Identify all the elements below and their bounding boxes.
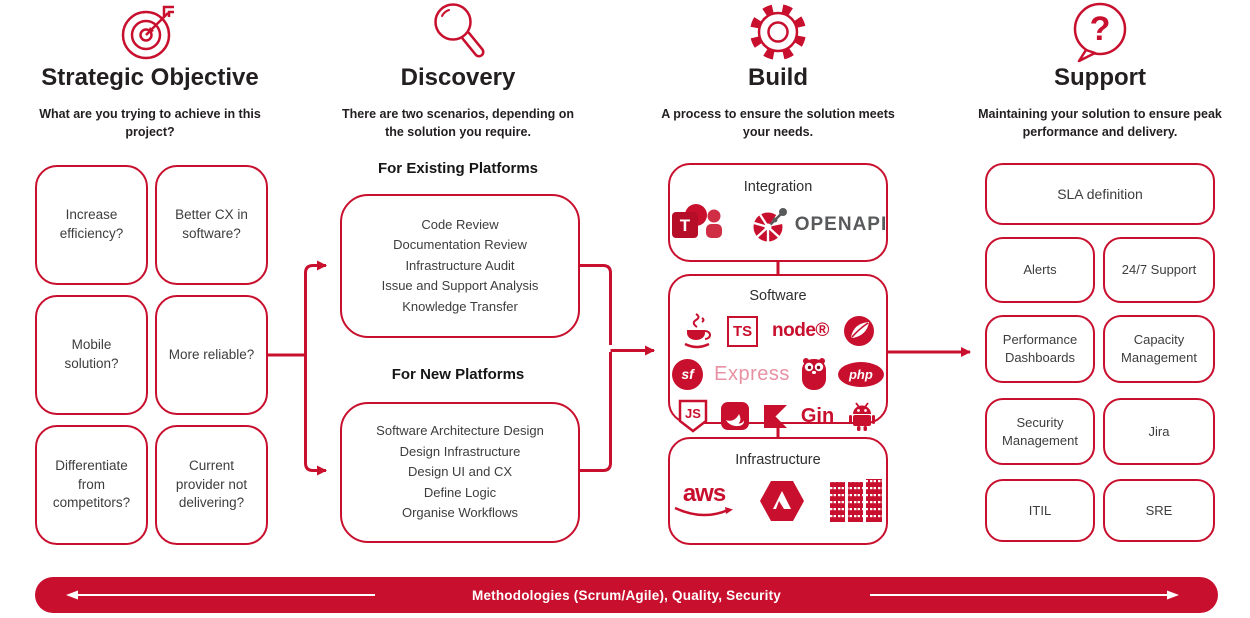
new-platforms-box: Software Architecture Design Design Infr… bbox=[340, 402, 580, 543]
express-icon: Express bbox=[714, 362, 790, 385]
php-icon: php bbox=[837, 361, 884, 387]
support-box-performance-dashboards: Performance Dashboards bbox=[985, 315, 1095, 383]
support-box-247: 24/7 Support bbox=[1103, 237, 1215, 303]
support-box-capacity-management: Capacity Management bbox=[1103, 315, 1215, 383]
software-heading: Software bbox=[749, 288, 807, 304]
discovery-header: Discovery There are two scenarios, depen… bbox=[338, 64, 578, 141]
support-label: SRE bbox=[1145, 502, 1173, 518]
discovery-title: Discovery bbox=[400, 64, 516, 91]
microsoft-teams-icon: T bbox=[671, 204, 722, 238]
infrastructure-heading: Infrastructure bbox=[735, 452, 821, 468]
aws-label: aws bbox=[682, 480, 726, 507]
question-icon: ? bbox=[1073, 2, 1127, 63]
support-box-sla: SLA definition bbox=[985, 163, 1215, 225]
discovery-item: Software Architecture Design bbox=[376, 423, 544, 439]
javascript-icon: JS bbox=[678, 399, 708, 433]
strategic-title: Strategic Objective bbox=[41, 64, 259, 91]
objective-box-increase-efficiency: Increase efficiency? bbox=[35, 165, 148, 285]
objective-label: Mobile solution? bbox=[64, 337, 119, 371]
azure-icon bbox=[760, 481, 804, 521]
spring-icon bbox=[843, 316, 874, 346]
aws-smile-glyph bbox=[674, 506, 733, 517]
discovery-item: Define Logic bbox=[423, 484, 497, 500]
existing-platforms-box: Code Review Documentation Review Infrast… bbox=[340, 194, 580, 338]
left-arrow-icon bbox=[66, 590, 375, 600]
gear-icon bbox=[750, 4, 806, 60]
nodejs-icon: node® bbox=[772, 320, 829, 341]
symfony-icon: sf bbox=[672, 358, 704, 390]
support-label: Capacity Management bbox=[1121, 332, 1197, 365]
android-icon bbox=[849, 402, 876, 431]
server-rack-icon bbox=[830, 479, 882, 522]
support-header: Support Maintaining your solution to ens… bbox=[975, 64, 1225, 141]
strategic-subtitle: What are you trying to achieve in this p… bbox=[39, 107, 261, 139]
build-subtitle: A process to ensure the solution meets y… bbox=[661, 107, 895, 139]
banner-label: Methodologies (Scrum/Agile), Quality, Se… bbox=[472, 587, 781, 603]
existing-platforms-heading: For Existing Platforms bbox=[377, 160, 539, 177]
support-label: Performance Dashboards bbox=[1002, 332, 1078, 365]
openapi-label: OPENAPI bbox=[794, 214, 888, 235]
support-box-security-management: Security Management bbox=[985, 398, 1095, 465]
strategic-header: Strategic Objective What are you trying … bbox=[25, 64, 275, 141]
discovery-item: Design Infrastructure bbox=[399, 443, 521, 459]
typescript-icon: TS bbox=[727, 315, 759, 347]
java-icon bbox=[684, 313, 711, 349]
support-label: Jira bbox=[1148, 423, 1170, 439]
objective-label: Increase efficiency? bbox=[59, 207, 124, 241]
build-title: Build bbox=[748, 64, 808, 91]
support-subtitle: Maintaining your solution to ensure peak… bbox=[978, 107, 1222, 139]
gin-icon: Gin bbox=[800, 404, 835, 427]
objective-box-mobile-solution: Mobile solution? bbox=[35, 295, 148, 415]
question-glyph: ? bbox=[1090, 10, 1111, 48]
support-box-jira: Jira bbox=[1103, 398, 1215, 465]
objective-box-differentiate: Differentiate from competitors? bbox=[35, 425, 148, 545]
aws-icon: aws bbox=[673, 482, 735, 520]
discovery-item: Organise Workflows bbox=[401, 505, 519, 521]
openapi-icon: OPENAPI bbox=[749, 205, 888, 245]
objective-box-more-reliable: More reliable? bbox=[155, 295, 268, 415]
discovery-item: Issue and Support Analysis bbox=[381, 278, 539, 294]
objective-label: Better CX in software? bbox=[175, 207, 248, 241]
right-arrow-icon bbox=[870, 590, 1179, 600]
php-label: php bbox=[848, 366, 873, 382]
discovery-subtitle: There are two scenarios, depending on th… bbox=[342, 107, 574, 139]
support-box-sre: SRE bbox=[1103, 479, 1215, 542]
symfony-label: sf bbox=[681, 366, 694, 382]
discovery-item: Code Review bbox=[421, 216, 499, 232]
new-platforms-heading: For New Platforms bbox=[391, 366, 525, 383]
support-label: Security Management bbox=[1002, 414, 1078, 448]
kotlin-icon bbox=[763, 404, 787, 428]
support-label: ITIL bbox=[1028, 502, 1052, 518]
objective-box-better-cx: Better CX in software? bbox=[155, 165, 268, 285]
discovery-item: Infrastructure Audit bbox=[405, 257, 515, 273]
support-label: Alerts bbox=[1023, 262, 1057, 278]
discovery-item: Knowledge Transfer bbox=[402, 298, 518, 314]
openapi-gear-glyph bbox=[753, 208, 787, 242]
discovery-item: Design UI and CX bbox=[407, 464, 513, 480]
support-box-alerts: Alerts bbox=[985, 237, 1095, 303]
support-label: SLA definition bbox=[1057, 185, 1143, 202]
software-box: Software TS node® sf Express bbox=[668, 274, 888, 433]
integration-heading: Integration bbox=[743, 179, 813, 195]
support-title: Support bbox=[1054, 64, 1146, 91]
support-box-itil: ITIL bbox=[985, 479, 1095, 542]
magnifier-icon bbox=[434, 3, 485, 58]
teams-t-label: T bbox=[680, 216, 691, 235]
discovery-item: Documentation Review bbox=[393, 237, 527, 253]
javascript-label: JS bbox=[685, 406, 701, 421]
swift-icon bbox=[720, 402, 749, 430]
objective-label: More reliable? bbox=[168, 346, 255, 362]
objective-label: Current provider not delivering? bbox=[175, 457, 248, 511]
typescript-label: TS bbox=[732, 322, 753, 340]
build-header: Build A process to ensure the solution m… bbox=[658, 64, 898, 141]
methodologies-banner: Methodologies (Scrum/Agile), Quality, Se… bbox=[35, 577, 1218, 613]
integration-box: Integration T bbox=[668, 163, 888, 262]
objective-label: Differentiate from competitors? bbox=[52, 457, 131, 511]
infrastructure-box: Infrastructure aws bbox=[668, 437, 888, 545]
support-label: 24/7 Support bbox=[1121, 262, 1197, 278]
objective-box-current-provider: Current provider not delivering? bbox=[155, 425, 268, 545]
target-icon bbox=[121, 5, 174, 60]
go-gopher-icon bbox=[801, 358, 826, 390]
